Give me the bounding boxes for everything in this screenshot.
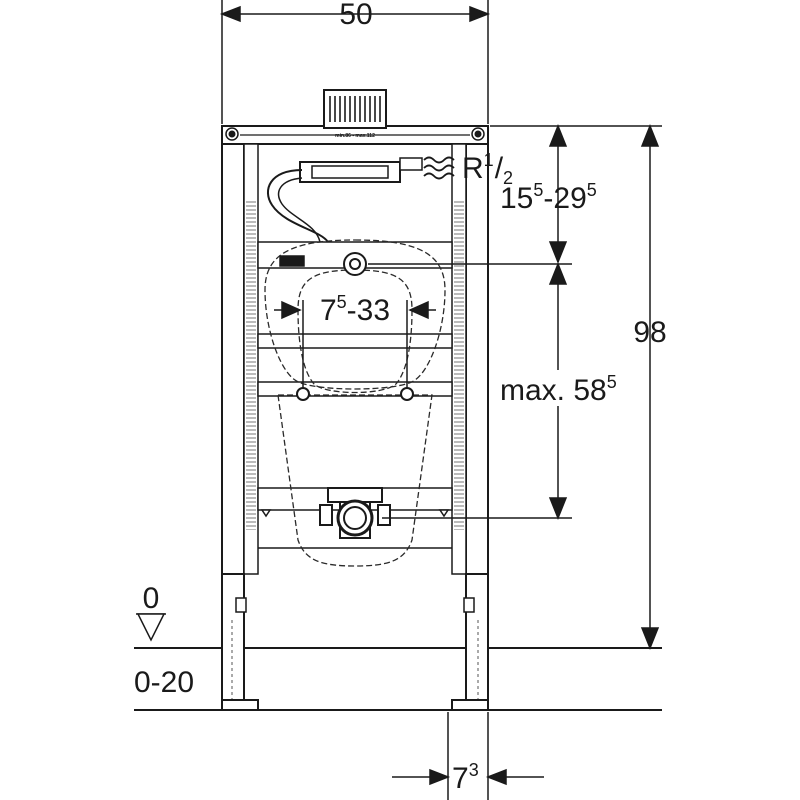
urinal-outline [264,239,446,567]
bracket-spacing-label: 75-33 [320,292,390,327]
water-wave-icon [423,156,455,180]
floor-range-label: 0-20 [134,666,194,699]
floor-lines [134,647,662,711]
floor-level-icon [136,613,166,642]
bracket-spacing-dimension [274,300,436,320]
bracket-bolts [296,300,414,401]
width-dimension [219,0,491,124]
right-post [465,143,489,575]
outlet-fitting [319,487,391,539]
floor-zero-label: 0 [143,582,160,615]
frame [221,125,489,575]
supply-unit [267,89,423,243]
cross-bars [257,241,453,518]
supply-height-label: 155-295 [500,180,597,215]
supply-height-dimension [548,123,568,265]
frame-feet [221,573,489,711]
foot-depth-label: 73 [452,760,479,795]
total-height-label: 98 [633,316,666,349]
total-height-dimension [490,123,662,651]
left-post [221,143,245,575]
max-height-label: max. 585 [500,372,617,407]
foot-depth-dimension [392,712,544,800]
pipe-size-label: R1/2 [462,150,513,188]
plate-label: min.86 - max.112 [335,133,375,139]
width-label: 50 [339,0,372,31]
inlet-fitting [343,252,367,276]
